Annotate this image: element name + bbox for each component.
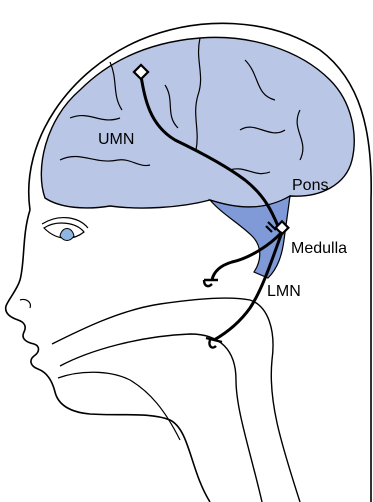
- label-pons: Pons: [292, 177, 328, 194]
- lmn-terminal-lower: [206, 338, 222, 348]
- lmn-terminal-upper: [204, 280, 218, 286]
- eye: [42, 218, 88, 241]
- label-medulla: Medulla: [291, 240, 347, 257]
- nostril: [20, 299, 30, 308]
- label-lmn: LMN: [267, 283, 301, 300]
- label-umn: UMN: [98, 131, 134, 148]
- iris: [60, 229, 74, 241]
- face-outline: [6, 210, 210, 502]
- oral-cavity: [52, 298, 300, 502]
- lower-jaw: [58, 372, 180, 440]
